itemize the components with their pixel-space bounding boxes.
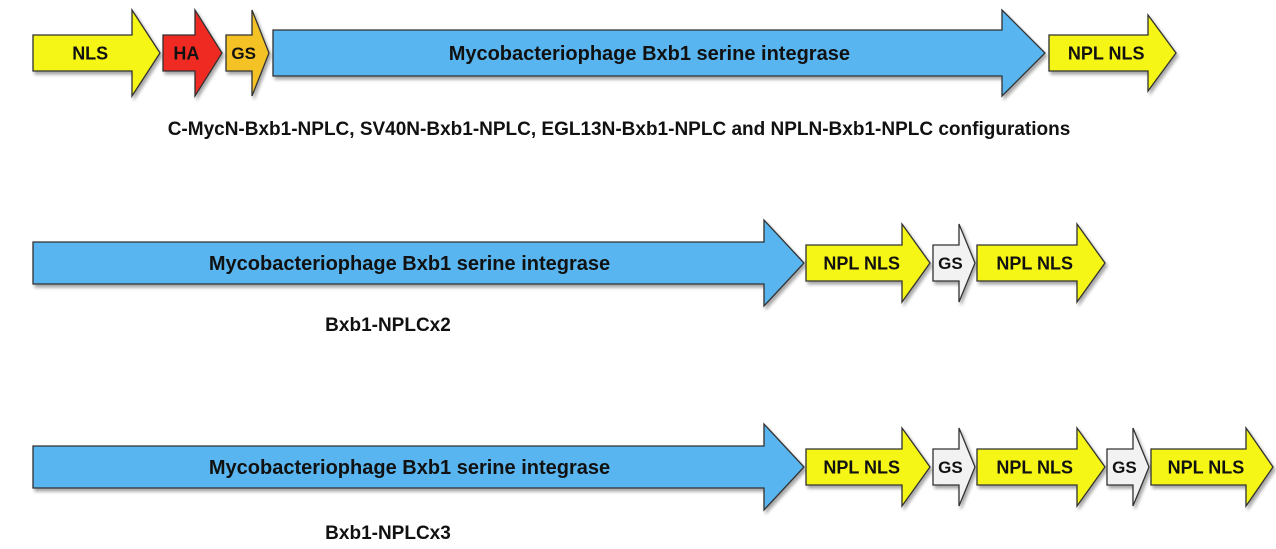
integrase-arrow: [32, 422, 805, 512]
gs-linker-segment: GS: [932, 427, 976, 507]
gs-linker-label: GS: [1112, 458, 1137, 477]
gs-linker-label: GS: [938, 254, 963, 273]
integrase-segment: Mycobacteriophage Bxb1 serine integrase: [272, 8, 1046, 98]
gs-linker-label: GS: [938, 458, 963, 477]
nls-arrow: [805, 221, 931, 305]
nls-segment: NPL NLS: [976, 425, 1106, 509]
gs-linker-segment: GS: [225, 9, 270, 97]
construct-caption: Bxb1-NPLCx2: [325, 315, 451, 336]
nls-arrow: [976, 425, 1106, 509]
nls-label: NLS: [72, 43, 108, 63]
gs-linker-label: GS: [231, 44, 256, 63]
nls-label: NPL NLS: [996, 457, 1073, 477]
integrase-label: Mycobacteriophage Bxb1 serine integrase: [209, 253, 610, 275]
integrase-arrow: [272, 8, 1046, 98]
ha-segment: HA: [162, 7, 223, 99]
nls-segment: NPL NLS: [805, 425, 931, 509]
construct-caption: Bxb1-NPLCx3: [325, 523, 451, 544]
construct-1: NLS HA GS Mycobacteriophage Bxb1 serine int…: [32, 7, 1177, 140]
gs-linker-segment: GS: [932, 223, 976, 303]
nls-arrow: [1150, 425, 1274, 509]
nls-label: NPL NLS: [823, 253, 900, 273]
nls-label: NPL NLS: [823, 457, 900, 477]
nls-segment: NLS: [32, 7, 161, 99]
gs-linker-arrow: [932, 427, 976, 507]
nls-arrow: [976, 221, 1106, 305]
nls-segment: NPL NLS: [1048, 13, 1177, 93]
gs-linker-arrow: [225, 9, 270, 97]
integrase-label: Mycobacteriophage Bxb1 serine integrase: [209, 457, 610, 479]
gs-linker-segment: GS: [1106, 427, 1150, 507]
nls-segment: NPL NLS: [976, 221, 1106, 305]
ha-label: HA: [173, 43, 199, 63]
construct-caption: C-MycN-Bxb1-NPLC, SV40N-Bxb1-NPLC, EGL13…: [168, 119, 1071, 140]
nls-segment: NPL NLS: [1150, 425, 1274, 509]
nls-segment: NPL NLS: [805, 221, 931, 305]
integrase-arrow: [32, 218, 805, 308]
nls-label: NPL NLS: [1168, 457, 1245, 477]
nls-arrow: [1048, 13, 1177, 93]
ha-arrow: [162, 7, 223, 99]
construct-3: Mycobacteriophage Bxb1 serine integrase N…: [32, 422, 1274, 544]
nls-label: NPL NLS: [1068, 43, 1145, 63]
gs-linker-arrow: [1106, 427, 1150, 507]
integrase-segment: Mycobacteriophage Bxb1 serine integrase: [32, 218, 805, 308]
nls-arrow: [32, 7, 161, 99]
construct-2: Mycobacteriophage Bxb1 serine integrase N…: [32, 218, 1106, 336]
gs-linker-arrow: [932, 223, 976, 303]
integrase-label: Mycobacteriophage Bxb1 serine integrase: [449, 43, 850, 65]
nls-arrow: [805, 425, 931, 509]
integrase-segment: Mycobacteriophage Bxb1 serine integrase: [32, 422, 805, 512]
nls-label: NPL NLS: [996, 253, 1073, 273]
